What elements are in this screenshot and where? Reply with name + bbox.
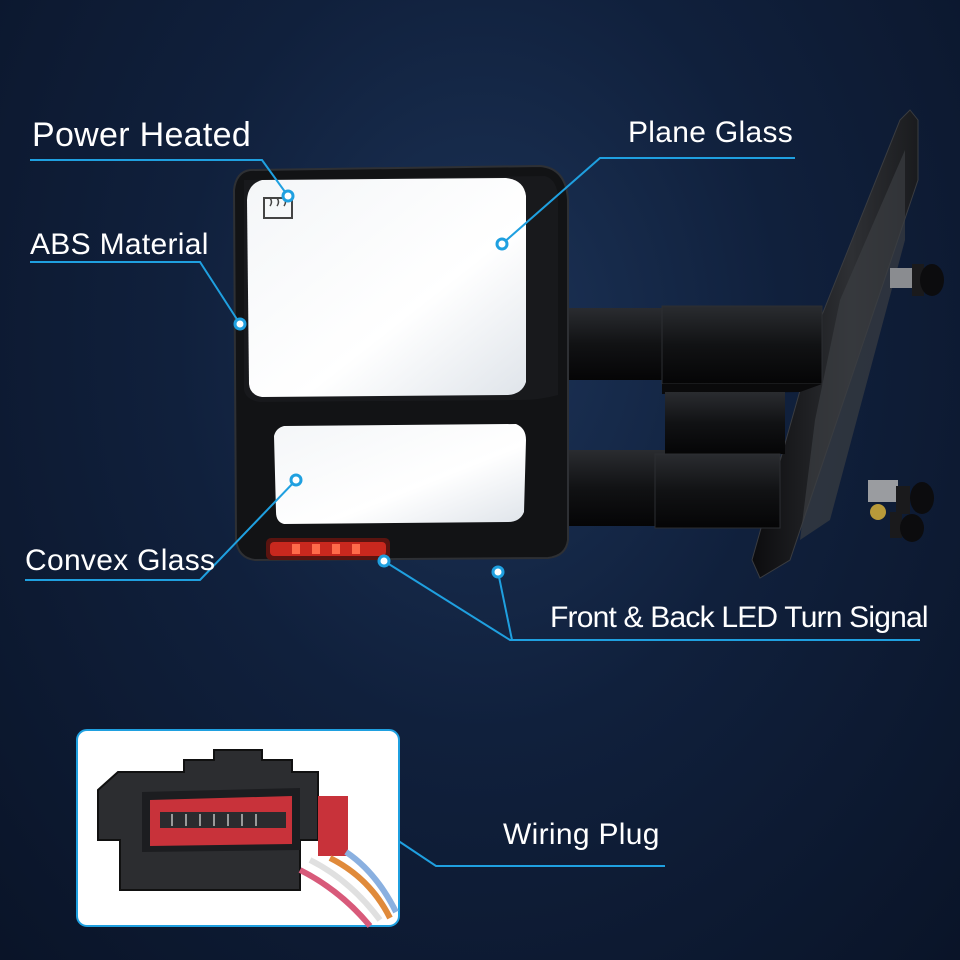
wire-bundle [298,849,399,928]
convex-glass-label: Convex Glass [25,544,216,577]
led-turn-signal [266,538,390,560]
wiring-plug [97,749,399,928]
power-heated-label: Power Heated [32,116,252,154]
plane-glass [247,178,526,397]
abs-material-label: ABS Material [30,228,209,261]
convex-glass [274,424,526,524]
extension-arms [555,305,823,529]
mounting-plate [751,109,944,579]
plane-glass-label: Plane Glass [628,116,794,149]
mounting-bolt-bottom [868,480,934,542]
mirror-housing [232,164,569,562]
mounting-bolt-top [890,264,944,296]
wiring-plug-label: Wiring Plug [503,818,660,851]
led-turn-signal-label: Front & Back LED Turn Signal [550,601,929,634]
wiring-plug-inset [76,729,400,928]
